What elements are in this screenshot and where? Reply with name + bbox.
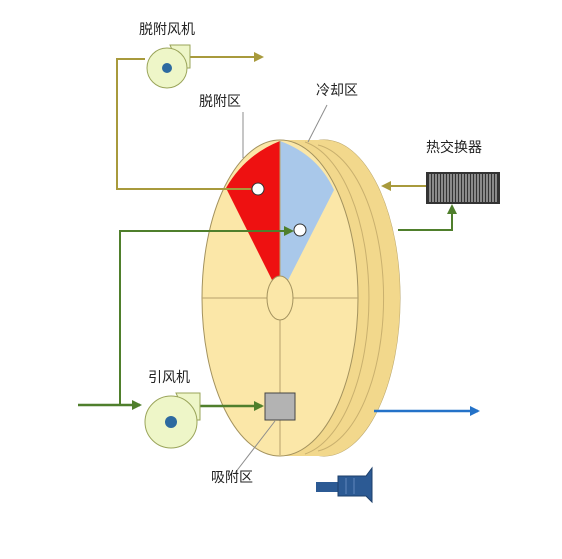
cooling-zone-label: 冷却区 (316, 83, 358, 99)
induced-fan-label: 引风机 (148, 370, 190, 386)
fan-icon (146, 44, 191, 89)
fan-icon (144, 392, 201, 449)
heat-exchanger-label: 热交换器 (426, 140, 482, 156)
desorption-zone-label: 脱附区 (199, 94, 241, 110)
cooling-sector (280, 141, 334, 296)
motor-icon (316, 466, 373, 504)
wheel-edge-line-1 (304, 141, 370, 455)
wheel-hub (266, 275, 294, 321)
cooling-port (293, 223, 307, 237)
heat-exchange-path (381, 181, 457, 231)
adsorption-box (264, 392, 296, 421)
desorption-port (251, 182, 265, 196)
adsorption-zone-leader (234, 420, 276, 474)
desorption-air-path (116, 52, 328, 190)
desorption-pipe (116, 58, 251, 190)
adsorption-zone-label: 吸附区 (211, 470, 253, 486)
cooling-zone-leader (307, 104, 328, 143)
process-air-path (78, 226, 294, 474)
heat-exchanger-icon (426, 172, 500, 204)
rotor-wheel (201, 139, 401, 457)
desorption-fan-label: 脱附风机 (139, 22, 195, 38)
heat-exchanger-feed-pipe (398, 204, 457, 231)
desorption-sector (226, 141, 280, 296)
wheel-edge-line-2 (317, 144, 385, 452)
